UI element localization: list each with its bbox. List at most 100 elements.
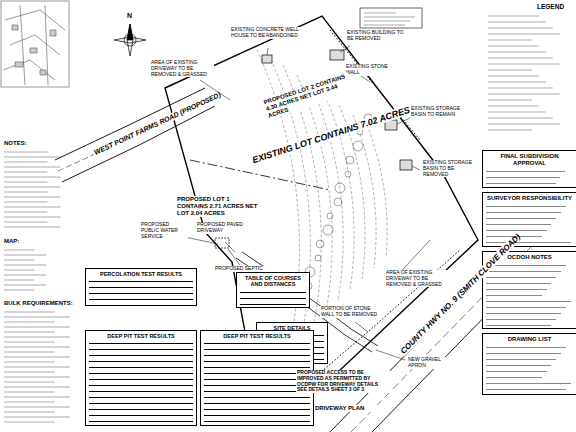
fine-print-line	[488, 106, 539, 107]
fine-print-line	[364, 13, 396, 14]
table-row-line	[204, 373, 310, 374]
fine-print-line	[486, 295, 542, 296]
fine-print-line	[4, 265, 46, 266]
fine-print-line	[364, 17, 415, 18]
fine-print-line	[488, 88, 553, 89]
tree-symbol	[346, 156, 354, 164]
table-row-line	[89, 385, 193, 386]
table-row-line	[204, 343, 310, 344]
table-box: DEEP PIT TEST RESULTS	[85, 330, 197, 426]
table-heading: DRAWING LIST	[483, 334, 576, 344]
fine-print-line	[488, 82, 546, 83]
tree-symbol	[334, 198, 342, 206]
fine-print-line	[4, 285, 46, 286]
fine-print-line	[4, 317, 70, 318]
table-row-line	[89, 355, 193, 356]
table-row-line	[89, 367, 193, 368]
fine-print-line	[4, 347, 70, 348]
plan-annotation: AREA OF EXISTING DRIVEWAY TO BE REMOVED …	[150, 60, 214, 77]
table-row-line	[204, 355, 310, 356]
fine-print-line	[4, 337, 70, 338]
fine-print-line	[4, 187, 60, 188]
table-box: PERCOLATION TEST RESULTS	[85, 268, 197, 306]
fine-print-line	[486, 171, 565, 172]
fine-print-line	[488, 40, 532, 41]
fine-print-line	[4, 407, 70, 408]
fine-print-line	[4, 352, 55, 353]
fine-print-line	[488, 46, 539, 47]
plan-annotation: EXISTING STONE WALL	[345, 64, 397, 76]
fine-print-line	[4, 402, 55, 403]
fine-print-line	[4, 422, 55, 423]
fine-print-line	[488, 64, 560, 65]
fine-print-line	[486, 347, 566, 348]
table-box: SURVEYOR RESPONSIBILITY	[482, 192, 576, 247]
fine-print-line	[4, 290, 34, 291]
tree-symbol	[315, 255, 321, 261]
tree-symbol	[345, 171, 351, 177]
fine-print-line	[488, 34, 560, 35]
table-row-line	[204, 385, 310, 386]
fine-print-line	[4, 367, 70, 368]
fine-print-line	[488, 58, 553, 59]
table-row-line	[240, 292, 306, 293]
table-heading: TABLE OF COURSES AND DISTANCES	[237, 273, 309, 289]
fine-print-line	[486, 183, 556, 184]
table-heading: PERCOLATION TEST RESULTS	[86, 269, 196, 278]
fine-print-line	[486, 206, 566, 207]
fine-print-line	[486, 365, 551, 366]
fine-print-line	[486, 313, 561, 314]
lot-line	[190, 160, 330, 190]
tree-symbol	[353, 141, 363, 151]
table-heading: FINAL SUBDIVISION APPROVAL	[483, 151, 576, 168]
plan-annotation: NOTES:	[3, 140, 49, 147]
existing-structures	[215, 50, 412, 248]
table-row-line	[204, 403, 310, 404]
table-row-line	[89, 415, 193, 416]
fine-print-line	[4, 332, 55, 333]
fine-print-line	[486, 377, 542, 378]
table-box: TABLE OF COURSES AND DISTANCES	[236, 272, 310, 308]
tree-symbol	[327, 213, 333, 219]
fine-print-line	[486, 289, 547, 290]
table-row-line	[89, 281, 193, 282]
fine-print-line	[488, 124, 560, 125]
fine-print-line	[488, 76, 539, 77]
north-arrow	[114, 24, 146, 56]
plan-annotation: EXISTING STORAGE BASIN TO BE REMOVED	[422, 160, 480, 177]
plan-annotation: N	[126, 12, 138, 20]
table-heading: DEEP PIT TEST RESULTS	[201, 331, 313, 340]
table-row-line	[89, 421, 193, 422]
fine-print-line	[486, 277, 556, 278]
table-row-line	[89, 287, 193, 288]
plan-annotation: EXISTING BUILDING TO BE REMOVED	[346, 30, 410, 42]
fine-print-line	[4, 275, 46, 276]
fine-print-line	[4, 397, 70, 398]
table-row-line	[89, 293, 193, 294]
fine-print-line	[488, 130, 532, 131]
fine-print-line	[4, 372, 55, 373]
fine-print-line	[4, 192, 47, 193]
fine-print-line	[488, 100, 532, 101]
fine-print-line	[364, 25, 405, 26]
tree-symbol	[335, 183, 345, 193]
fine-print-line	[486, 353, 561, 354]
table-row-line	[89, 379, 193, 380]
fine-print-line	[486, 218, 556, 219]
table-heading: SURVEYOR RESPONSIBILITY	[483, 193, 576, 203]
plan-annotation: PROPOSED PAVED DRIVEWAY	[196, 222, 244, 234]
fine-print-line	[488, 52, 546, 53]
plan-annotation: PORTION OF STONE WALL TO BE REMOVED	[320, 306, 384, 318]
fine-print-line	[486, 230, 547, 231]
fine-print-line	[486, 301, 571, 302]
fine-print-line	[486, 283, 551, 284]
table-row-line	[204, 391, 310, 392]
table-row-line	[89, 409, 193, 410]
table-heading: DEEP PIT TEST RESULTS	[86, 331, 196, 340]
fine-print-line	[4, 417, 70, 418]
table-row-line	[89, 299, 193, 300]
fine-print-line	[4, 327, 70, 328]
fine-print-line	[4, 387, 70, 388]
table-row-line	[204, 415, 310, 416]
contour-line	[367, 125, 387, 257]
